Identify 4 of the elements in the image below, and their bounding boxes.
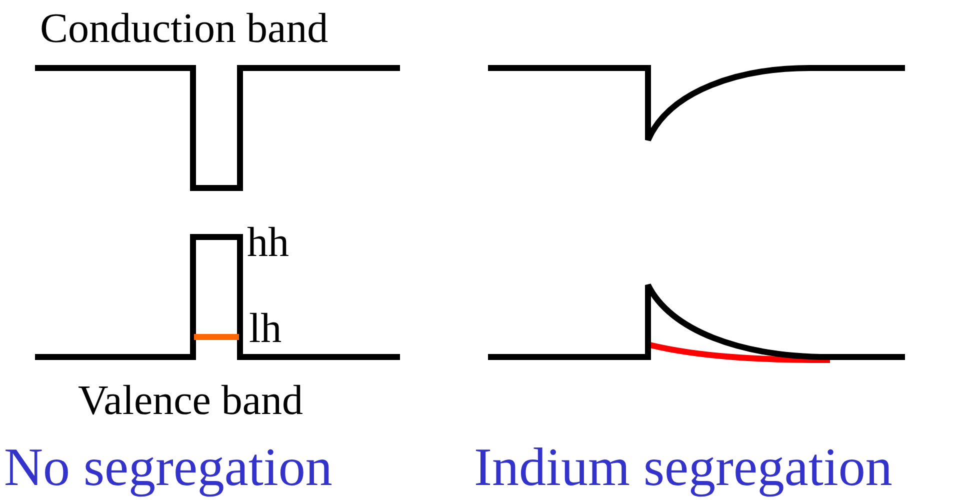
band-label: Valence band [78,380,304,422]
band-label: Conduction band [40,8,328,50]
band-label: hh [247,222,289,264]
band-label: lh [249,308,282,350]
